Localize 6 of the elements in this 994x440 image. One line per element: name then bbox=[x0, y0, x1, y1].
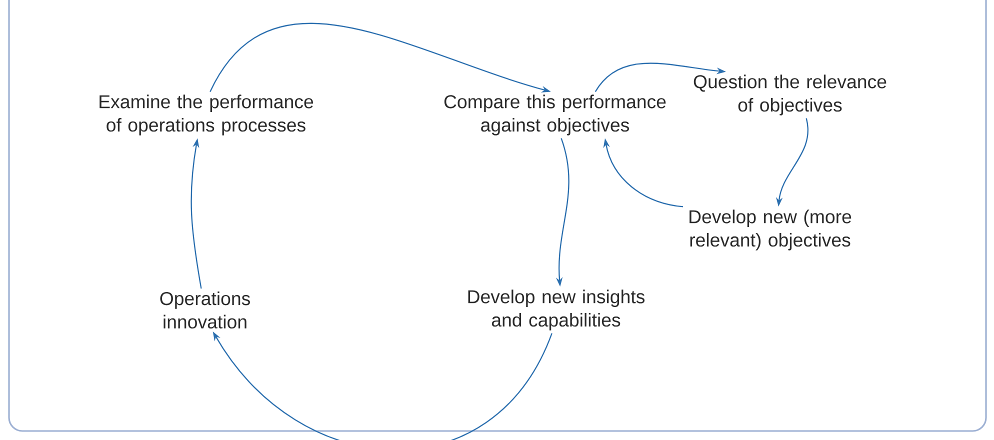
process-text: Develop new (more relevant) objectives bbox=[690, 210, 852, 250]
process-text: Question the relevance of objectives bbox=[694, 74, 886, 116]
process-text: Develop new insights and capabilities bbox=[468, 290, 645, 330]
process-text: Examine the performance of operations processes bbox=[100, 94, 314, 136]
process-text: Compare this performance against objectives bbox=[444, 94, 666, 136]
process-text: Operations innovation bbox=[160, 291, 250, 329]
